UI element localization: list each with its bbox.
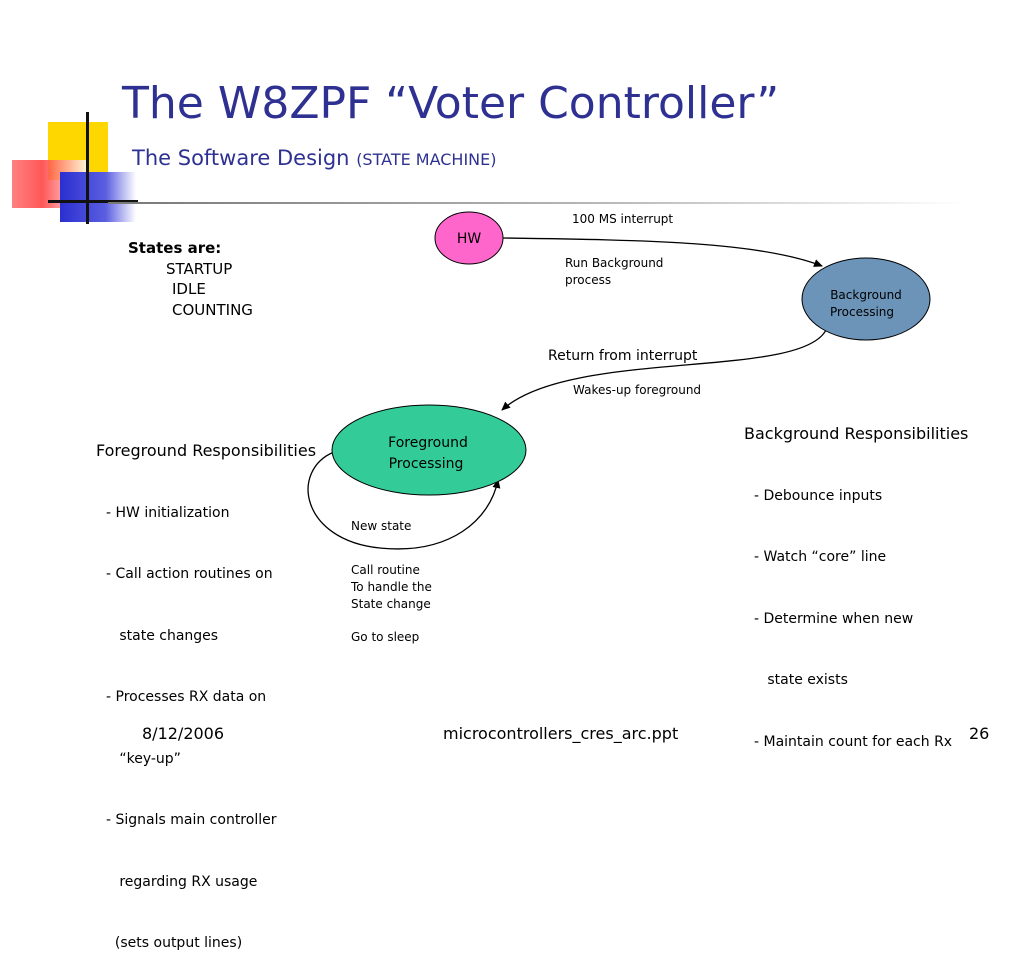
logo-horizontal-line (48, 200, 138, 203)
background-resp-line-5: - Maintain count for each Rx (754, 733, 953, 750)
subtitle-paren: (STATE MACHINE) (356, 150, 497, 169)
slide-subtitle: The Software Design (STATE MACHINE) (132, 146, 497, 170)
foreground-resp-line-1: - HW initialization (106, 504, 230, 521)
background-node-label-2: Processing (830, 305, 894, 319)
title-underline (108, 202, 968, 204)
label-new-state: New state (351, 519, 412, 533)
background-resp-heading: Background Responsibilities (744, 424, 969, 443)
background-resp-line-4: state exists (754, 672, 848, 688)
footer-filename: microcontrollers_cres_arc.ppt (443, 724, 679, 743)
background-node-label-1: Background (830, 288, 902, 302)
foreground-node-label-2: Processing (389, 456, 464, 472)
foreground-resp-line-6: - Signals main controller (106, 812, 277, 828)
label-run-background: Run Background process (565, 255, 663, 289)
label-call-routine-2: To handle the (351, 580, 432, 594)
foreground-node-label-1: Foreground (388, 435, 468, 451)
arrow-foreground-self-loop (307, 451, 501, 550)
state-idle: IDLE (172, 280, 206, 298)
label-run-background-1: Run Background (565, 256, 664, 270)
footer-date: 8/12/2006 (142, 724, 225, 743)
state-counting: COUNTING (172, 300, 253, 319)
foreground-responsibilities: Foreground Responsibilities - HW initial… (96, 400, 316, 974)
state-diagram: HW Background Processing Foreground Proc… (307, 211, 931, 550)
background-responsibilities: Background Responsibilities - Debounce i… (744, 383, 968, 773)
label-call-routine-3: State change (351, 597, 431, 611)
label-return-from-interrupt: Return from interrupt (548, 348, 698, 364)
slide-title: The W8ZPF “Voter Controller” (122, 78, 780, 129)
arrow-background-to-foreground (501, 329, 827, 411)
logo-blue-square (60, 172, 136, 222)
label-call-routine-1: Call routine (351, 563, 420, 577)
label-run-background-2: process (565, 273, 612, 287)
foreground-resp-line-4: - Processes RX data on (106, 689, 267, 705)
background-node (801, 257, 931, 341)
foreground-resp-line-2: - Call action routines on (106, 566, 273, 582)
foreground-resp-line-8: (sets output lines) (106, 935, 243, 951)
label-go-to-sleep: Go to sleep (351, 630, 420, 644)
background-resp-line-2: - Watch “core” line (754, 549, 887, 565)
subtitle-text: The Software Design (132, 146, 350, 170)
background-resp-line-1: - Debounce inputs (754, 487, 883, 504)
label-interrupt: 100 MS interrupt (572, 212, 674, 226)
hw-node (434, 211, 504, 265)
foreground-node (331, 404, 527, 496)
foreground-resp-line-3: state changes (106, 627, 219, 644)
state-startup: STARTUP (166, 259, 233, 278)
label-wakes-up-foreground: Wakes-up foreground (573, 383, 702, 397)
hw-node-label: HW (457, 231, 482, 247)
foreground-resp-heading: Foreground Responsibilities (96, 441, 317, 460)
arrow-hw-to-background (502, 237, 823, 267)
states-heading: States are: (128, 239, 222, 257)
background-resp-line-3: - Determine when new (754, 610, 914, 627)
states-list: States are: STARTUP IDLE COUNTING (128, 238, 253, 320)
foreground-resp-line-5: “key-up” (106, 750, 181, 767)
foreground-resp-line-7: regarding RX usage (106, 873, 258, 890)
label-call-routine: Call routine To handle the State change (351, 562, 432, 613)
logo-vertical-line (86, 112, 89, 224)
footer-page-number: 26 (969, 724, 990, 743)
